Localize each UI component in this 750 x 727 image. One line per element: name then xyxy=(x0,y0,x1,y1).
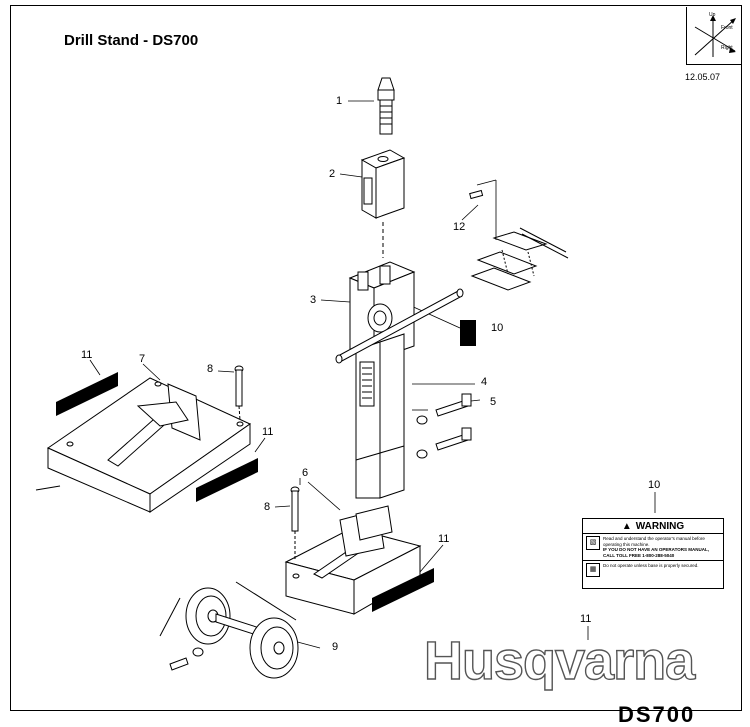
callout-2: 2 xyxy=(329,168,336,180)
callout-11-b: 11 xyxy=(262,426,274,438)
revision-date: 12.05.07 xyxy=(685,72,721,82)
warning-heading: ▲ WARNING xyxy=(583,519,723,534)
callout-1: 1 xyxy=(336,95,343,107)
orientation-front-label: Front xyxy=(721,25,733,31)
callout-10-column: 10 xyxy=(491,322,504,334)
read-manual-icon: ▧ xyxy=(586,536,600,550)
callout-12: 12 xyxy=(453,221,466,233)
callout-7: 7 xyxy=(139,353,146,365)
part-3-column xyxy=(335,261,464,499)
callout-8-left: 8 xyxy=(207,363,214,375)
part-1-bolt xyxy=(377,77,395,135)
husqvarna-logo: Husqvarna xyxy=(423,630,696,691)
decal-part-10 xyxy=(460,320,476,346)
warning-line-3: Do not operate unless base is properly s… xyxy=(603,563,699,568)
callout-9: 9 xyxy=(332,641,339,653)
orientation-up-label: Up xyxy=(709,12,716,18)
callout-11-d: 11 xyxy=(580,613,592,625)
part-8-screw-right xyxy=(290,486,300,560)
callout-4: 4 xyxy=(481,376,488,388)
footer-model-fragment: DS700 xyxy=(618,702,696,727)
part-2-block xyxy=(360,149,406,258)
warning-line-2: IF YOU DO NOT HAVE AN OPERATORS MANUAL, … xyxy=(603,547,710,558)
callout-8-right: 8 xyxy=(264,501,271,513)
decal-part-11-a xyxy=(56,372,118,416)
orientation-right-label: Right xyxy=(721,45,733,51)
drawing-frame xyxy=(10,5,742,711)
callout-10-warning: 10 xyxy=(648,479,661,491)
secure-base-icon: ▦ xyxy=(586,563,600,577)
callout-5: 5 xyxy=(490,396,497,408)
callout-3: 3 xyxy=(310,294,317,306)
warning-line-1: Read and understand the operator's manua… xyxy=(603,536,705,547)
leader-lines xyxy=(89,100,656,649)
warning-triangle-icon: ▲ xyxy=(621,520,632,532)
callout-11-a: 11 xyxy=(81,349,93,361)
part-7-left-base xyxy=(35,377,252,513)
decal-bars xyxy=(56,320,476,612)
page-title: Drill Stand - DS700 xyxy=(64,32,199,49)
callout-11-c: 11 xyxy=(438,533,450,545)
orientation-box: Up Front Right xyxy=(686,7,742,65)
decal-part-11-b xyxy=(196,458,258,502)
orientation-axes-icon: Up Front Right xyxy=(694,12,736,57)
warning-label: ▲ WARNING ▧ Read and understand the oper… xyxy=(582,518,724,589)
part-12-screw-and-plates xyxy=(469,189,569,291)
part-9-wheel-assembly xyxy=(159,581,299,679)
part-8-screw-left xyxy=(234,365,244,421)
decal-part-11-c xyxy=(372,568,434,612)
callout-6: 6 xyxy=(302,467,309,479)
part-4-5-washers-bolts xyxy=(416,393,472,459)
part-6-right-base xyxy=(284,505,422,615)
